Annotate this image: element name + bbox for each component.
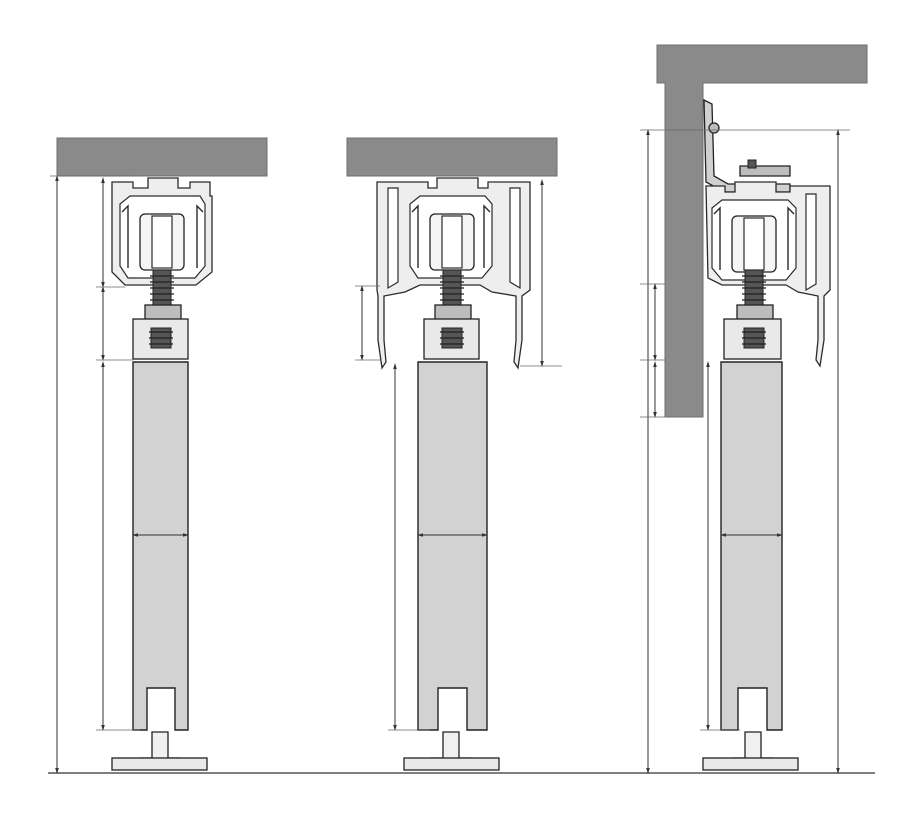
- door-leaf-c: [720, 361, 783, 731]
- wall-bracket-c: [703, 98, 791, 193]
- threaded-bolt-a: [150, 269, 174, 307]
- ceiling-slab-a: [56, 137, 268, 177]
- ceiling-slab-b: [346, 137, 558, 177]
- threaded-bolt-c: [742, 269, 766, 307]
- panel-b-ceiling-mount-with-profile: [346, 137, 562, 771]
- door-leaf-b: [417, 361, 488, 731]
- panel-c-wall-bracket-mount: [640, 44, 868, 774]
- door-leaf-a: [132, 361, 189, 731]
- panel-a-ceiling-mount: [50, 137, 268, 774]
- bracket-screw-c: [708, 122, 720, 134]
- threaded-bolt-b: [440, 269, 464, 307]
- wall-section-c: [656, 44, 868, 418]
